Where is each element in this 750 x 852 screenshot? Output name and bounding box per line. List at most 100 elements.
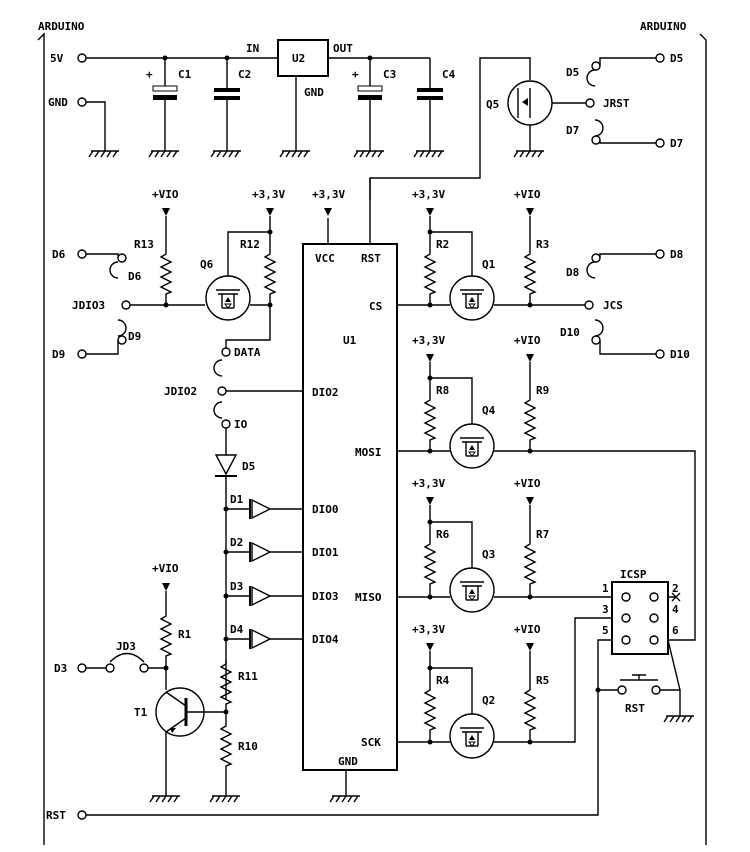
pin-d3-label: D3 [54, 662, 67, 675]
r9-supply: +VIO [514, 334, 541, 347]
jrst-d7: D7 [566, 124, 579, 137]
r12-label: R12 [240, 238, 260, 251]
r1-label: R1 [178, 628, 192, 641]
icsp-pin4: 4 [672, 603, 679, 616]
jdio3-label: JDIO3 [72, 299, 105, 312]
pin-gnd-label: GND [48, 96, 68, 109]
d5-label: D5 [242, 460, 255, 473]
r3-supply: +VIO [514, 188, 541, 201]
r9-label: R9 [536, 384, 549, 397]
u1-vcc-supply: +3,3V [312, 188, 345, 201]
r10-label: R10 [238, 740, 258, 753]
r8-label: R8 [436, 384, 449, 397]
icsp-pin1: 1 [602, 582, 609, 595]
d1-label: D1 [230, 493, 244, 506]
u1-dio0: DIO0 [312, 503, 339, 516]
u1-chip [302, 243, 398, 771]
u1-dio1: DIO1 [312, 546, 339, 559]
r5-label: R5 [536, 674, 549, 687]
c4-label: C4 [442, 68, 456, 81]
c1-plus: + [146, 68, 153, 81]
r13-label: R13 [134, 238, 154, 251]
jrst-d5: D5 [566, 66, 579, 79]
jcs-label: JCS [603, 299, 623, 312]
r11-label: R11 [238, 670, 258, 683]
r6-label: R6 [436, 528, 450, 541]
c3-label: C3 [383, 68, 396, 81]
q6-label: Q6 [200, 258, 214, 271]
icsp-pin3: 3 [602, 603, 609, 616]
pin-d8-label: D8 [670, 248, 683, 261]
u1-label: U1 [343, 334, 357, 347]
u2-gnd-label: GND [304, 86, 324, 99]
c2-label: C2 [238, 68, 251, 81]
r3-label: R3 [536, 238, 549, 251]
c3-plus: + [352, 68, 359, 81]
icsp-label: ICSP [620, 568, 647, 581]
q1-label: Q1 [482, 258, 496, 271]
right-connector-line [699, 33, 707, 845]
jdio2-data: DATA [234, 346, 261, 359]
d3-label: D3 [230, 580, 243, 593]
q2-label: Q2 [482, 694, 495, 707]
pin-d5-label: D5 [670, 52, 683, 65]
t1-label: T1 [134, 706, 148, 719]
icsp-pin5: 5 [602, 624, 609, 637]
pin-5v [77, 53, 87, 63]
r2-label: R2 [436, 238, 449, 251]
pin-d6-label: D6 [52, 248, 66, 261]
pin-d10-label: D10 [670, 348, 690, 361]
u2-out-label: OUT [333, 42, 353, 55]
u1-gnd: GND [338, 755, 358, 768]
icsp-pin6: 6 [672, 624, 679, 637]
u1-cs: CS [369, 300, 382, 313]
jdio2-label: JDIO2 [164, 385, 197, 398]
jcs-d8: D8 [566, 266, 579, 279]
u2-label: U2 [292, 52, 305, 65]
jdio3-d9: D9 [128, 330, 141, 343]
pin-5v-label: 5V [50, 52, 64, 65]
r12-supply: +3,3V [252, 188, 285, 201]
q5-label: Q5 [486, 98, 499, 111]
u1-sck: SCK [361, 736, 381, 749]
q2-supply: +3,3V [412, 623, 445, 636]
q3-label: Q3 [482, 548, 495, 561]
left-connector-line [37, 32, 45, 845]
pin-rst-label: RST [46, 809, 66, 822]
q4-supply: +3,3V [412, 334, 445, 347]
arduino-left-label: ARDUINO [38, 20, 85, 33]
pin-gnd [77, 97, 87, 107]
jd3-label: JD3 [116, 640, 136, 653]
jdio2-io: IO [234, 418, 248, 431]
u1-dio3: DIO3 [312, 590, 339, 603]
u2-regulator [277, 39, 329, 77]
u2-in-label: IN [246, 42, 259, 55]
r1-supply: +VIO [152, 562, 179, 575]
u1-dio4: DIO4 [312, 633, 339, 646]
u1-rst: RST [361, 252, 381, 265]
q3-supply: +3,3V [412, 477, 445, 490]
pin-d9-label: D9 [52, 348, 65, 361]
r7-label: R7 [536, 528, 549, 541]
arduino-right-label: ARDUINO [640, 20, 687, 33]
r4-label: R4 [436, 674, 450, 687]
jdio3-d6: D6 [128, 270, 142, 283]
u1-mosi: MOSI [355, 446, 382, 459]
c1-label: C1 [178, 68, 192, 81]
rst-button-label: RST [625, 702, 645, 715]
d2-label: D2 [230, 536, 243, 549]
pin-d7-label: D7 [670, 137, 683, 150]
icsp-header [611, 581, 669, 655]
u1-dio2: DIO2 [312, 386, 339, 399]
r7-supply: +VIO [514, 477, 541, 490]
jcs-d10: D10 [560, 326, 580, 339]
jrst-label: JRST [603, 97, 630, 110]
q4-label: Q4 [482, 404, 496, 417]
icsp-pin2: 2 [672, 582, 679, 595]
r5-supply: +VIO [514, 623, 541, 636]
u1-vcc: VCC [315, 252, 335, 265]
r13-supply: +VIO [152, 188, 179, 201]
d4-label: D4 [230, 623, 244, 636]
